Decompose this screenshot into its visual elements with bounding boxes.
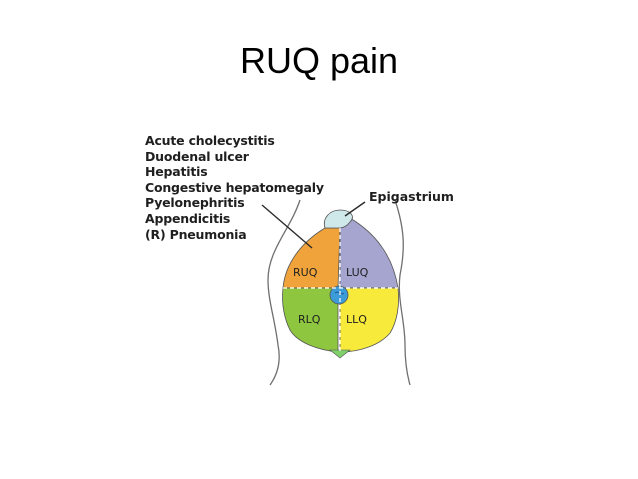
slide-title: RUQ pain: [239, 40, 399, 81]
ruq-causes-list: Acute cholecystitis Duodenal ulcer Hepat…: [145, 133, 324, 242]
cause-item: Hepatitis: [145, 164, 208, 180]
cause-item: (R) Pneumonia: [145, 226, 247, 242]
cause-item: Acute cholecystitis: [145, 133, 275, 148]
label-llq: LLQ: [346, 313, 367, 326]
label-rlq: RLQ: [298, 313, 321, 326]
umbilicus: [329, 285, 349, 305]
region-llq: [339, 287, 399, 353]
label-luq: LUQ: [346, 266, 369, 279]
cause-item: Pyelonephritis: [145, 195, 245, 211]
pointer-ruq: [261, 204, 313, 249]
region-ruq: [282, 227, 341, 289]
cause-item: Congestive hepatomegaly: [145, 179, 324, 195]
pointer-epigastrium: [344, 201, 366, 217]
label-epigastrium: Epigastrium: [369, 189, 454, 204]
region-suprapubic: [329, 349, 351, 359]
label-ruq: RUQ: [293, 266, 318, 279]
region-epigastrium: [323, 209, 353, 229]
torso-outline: [267, 199, 411, 386]
cause-item: Duodenal ulcer: [145, 148, 249, 164]
cause-item: Appendicitis: [145, 210, 231, 226]
